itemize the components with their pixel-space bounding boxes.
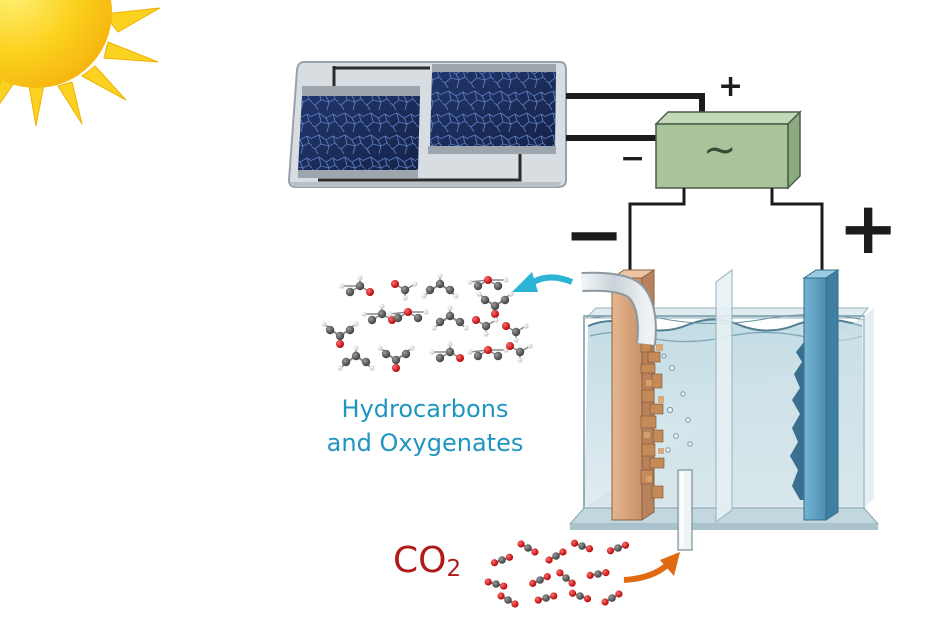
products-label-line1: Hydrocarbons — [341, 395, 509, 423]
co2-label: CO2 — [393, 541, 461, 589]
cell-wires — [628, 188, 824, 276]
co2-molecule — [517, 540, 539, 556]
co2-molecule — [570, 539, 594, 553]
product-molecule — [476, 291, 514, 318]
co2-molecule — [484, 578, 508, 590]
products-label-line2: and Oxygenates — [326, 429, 524, 457]
product-molecule — [391, 280, 418, 301]
controller-symbol: ~ — [703, 127, 737, 173]
product-molecule — [431, 305, 469, 331]
co2-label-subscript: 2 — [446, 556, 462, 582]
solar-cell-right — [428, 64, 556, 154]
solar-cell-left — [298, 86, 420, 178]
sun-icon — [0, 0, 161, 127]
product-molecule — [502, 322, 529, 343]
co2-molecule — [568, 589, 592, 603]
co2-molecule — [606, 541, 630, 555]
anode-electrode — [790, 269, 840, 521]
product-molecule — [377, 345, 415, 372]
co2-inlet-pipe — [677, 469, 693, 551]
product-molecules — [321, 273, 533, 372]
product-molecule — [387, 308, 429, 323]
arrow-co2 — [623, 552, 680, 583]
product-molecule — [337, 345, 375, 371]
co2-molecule — [497, 592, 519, 608]
product-molecule — [472, 316, 499, 337]
cathode-sign: − — [564, 192, 625, 276]
product-molecule — [361, 303, 396, 325]
co2-molecule — [556, 569, 576, 587]
co2-label-base: CO — [393, 540, 447, 581]
controller-minus-sign: − — [620, 141, 646, 176]
product-molecule — [429, 341, 464, 363]
charge-controller — [654, 110, 802, 190]
solar-panel — [287, 61, 567, 188]
product-molecule — [506, 342, 533, 363]
product-molecule — [467, 346, 509, 361]
co2-molecule — [529, 573, 551, 587]
co2-molecule — [545, 548, 567, 564]
co2-molecule — [534, 592, 558, 604]
membrane — [715, 268, 733, 524]
arrow-products — [512, 272, 574, 292]
product-molecule — [339, 275, 374, 297]
co2-molecule — [586, 569, 610, 579]
product-molecule — [421, 273, 459, 299]
co2-molecule — [490, 553, 514, 567]
gas-bubbles — [661, 353, 693, 453]
co2-molecule — [601, 590, 623, 606]
products-label: Hydrocarbons and Oxygenates — [300, 392, 550, 460]
controller-plus-sign: + — [718, 69, 744, 104]
panel-wires — [566, 93, 705, 141]
product-molecule — [467, 276, 509, 291]
product-molecule — [321, 321, 359, 348]
anode-sign: + — [838, 186, 899, 270]
co2-molecules — [484, 539, 630, 608]
electrolysis-cell — [568, 268, 880, 551]
